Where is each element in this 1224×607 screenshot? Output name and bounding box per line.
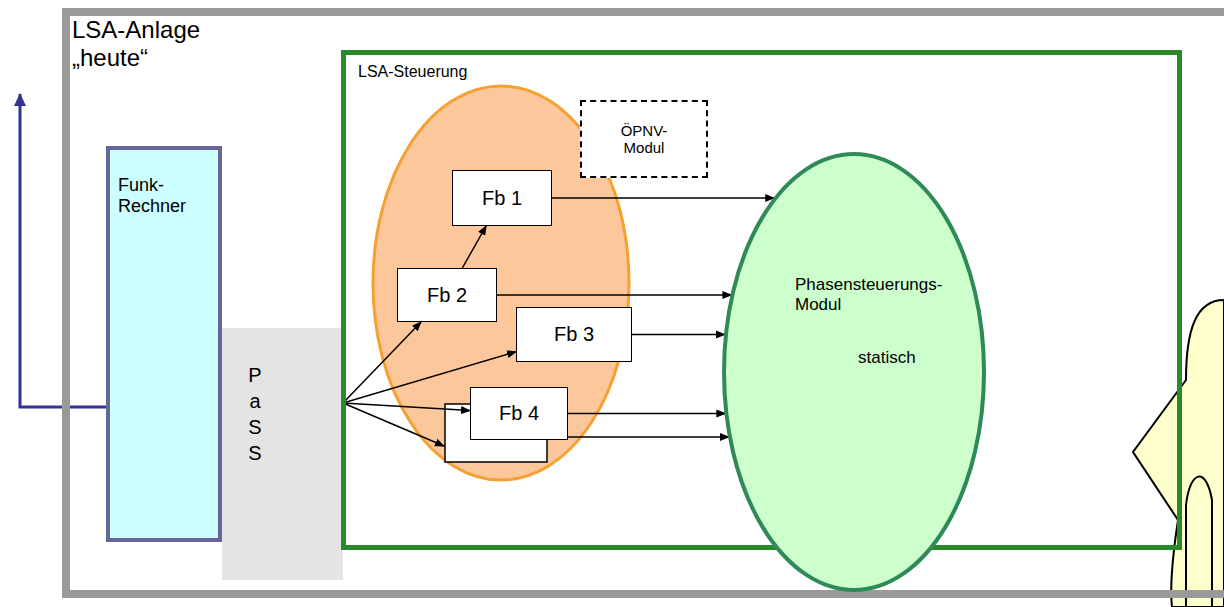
- stack-arrow: [547, 436, 729, 438]
- arrow-connector: [552, 197, 774, 199]
- ellipse-shape: [724, 154, 984, 590]
- arrow-connector: [568, 413, 725, 415]
- node-label: Fb 2: [427, 284, 467, 307]
- phase-control-ellipse: Phasensteuerungs- Modul statisch: [722, 152, 986, 592]
- node-label: Fb 3: [554, 323, 594, 346]
- node-label: LSA-Steuerung: [358, 63, 578, 81]
- bubble-fold: [1186, 477, 1212, 607]
- ellipse-outline: [722, 152, 986, 592]
- function-block: Fb 2: [397, 268, 497, 322]
- fan-arrow: [343, 403, 444, 446]
- function-block: Fb 3: [516, 307, 632, 362]
- node-label: LSA-Anlage „heute“: [72, 16, 222, 71]
- node-label: ÖPNV- Modul: [621, 122, 668, 157]
- node-label: Fb 1: [482, 187, 522, 210]
- arrow-connector: [632, 334, 725, 336]
- node-label: PaSS: [245, 362, 265, 466]
- radio-computer-box: Funk- Rechner: [106, 146, 222, 542]
- function-block: Fb 1: [452, 170, 552, 226]
- arrow-connector: [497, 294, 731, 296]
- arrow-connector: [343, 403, 470, 411]
- arrow-connector: [462, 226, 486, 268]
- node-label: statisch: [858, 348, 958, 368]
- node-label: Funk- Rechner: [118, 175, 186, 216]
- system-frame: LSA-Anlage „heute“ Funk- RechnerPaSS LSA-S…: [62, 8, 1224, 598]
- node-label: Fb 4: [499, 402, 539, 425]
- interface-box: PaSS: [222, 328, 343, 580]
- controller-frame: LSA-SteuerungÖPNV- Modul Fb 1 Fb 2 Fb 3 Fb 4…: [341, 50, 1182, 550]
- module-box: ÖPNV- Modul: [580, 100, 708, 178]
- node-label: Phasensteuerungs- Modul: [795, 275, 942, 314]
- function-block: Fb 4: [470, 387, 568, 440]
